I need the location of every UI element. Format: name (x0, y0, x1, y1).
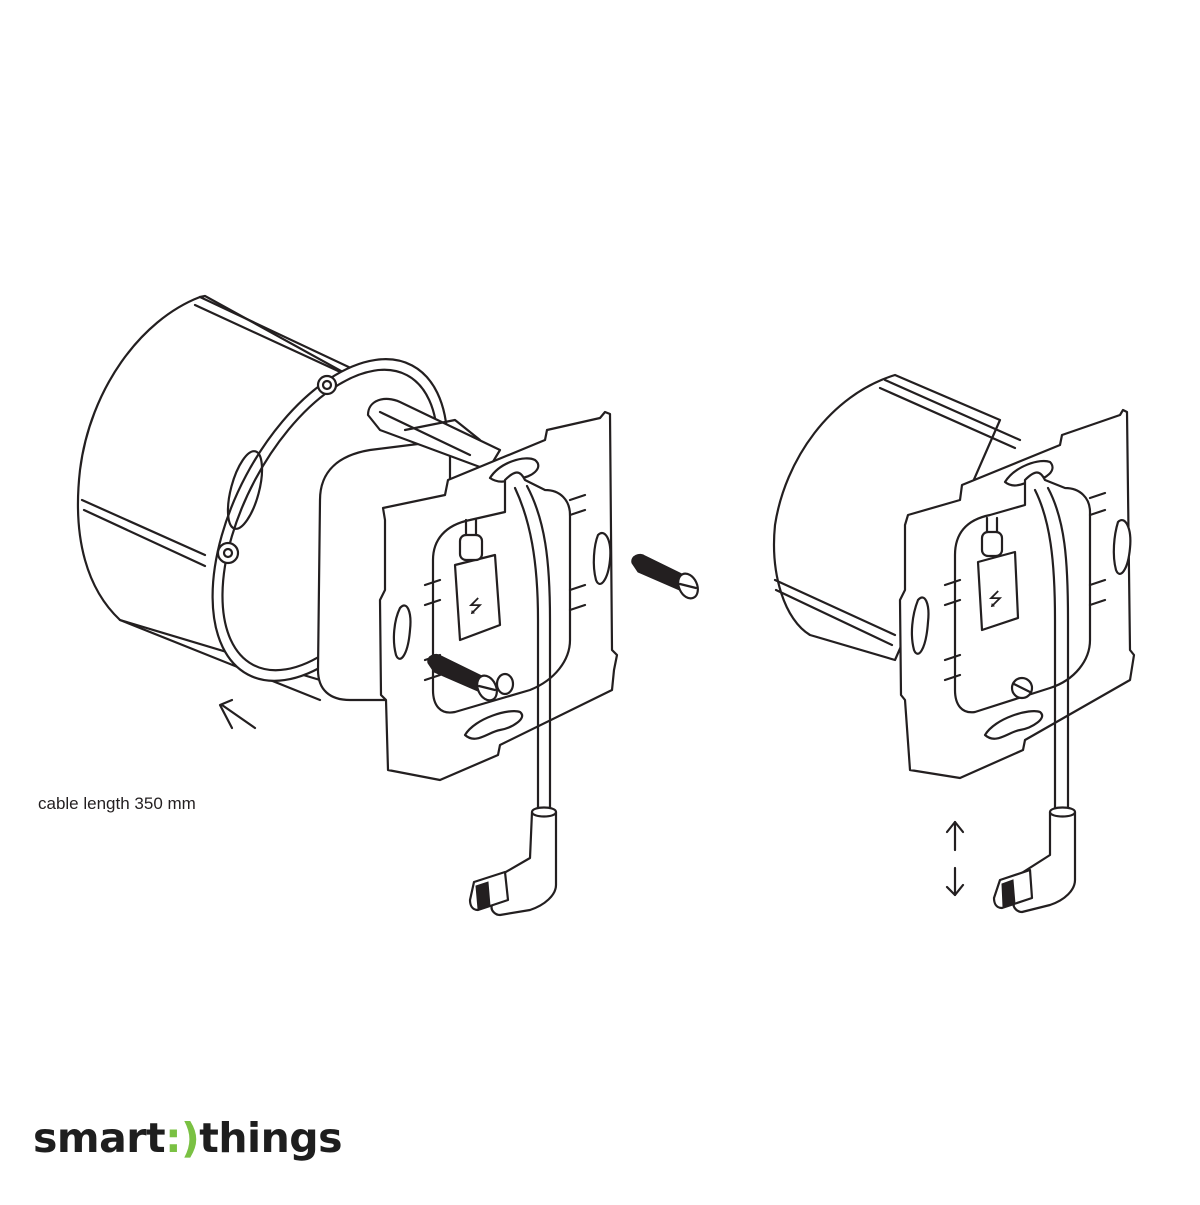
brand-logo-prefix: smart (33, 1114, 166, 1162)
cable-left (468, 484, 558, 917)
brand-logo: smart:)things (33, 1118, 343, 1159)
screw-left-left-assembly (427, 653, 515, 702)
slot-right (592, 532, 612, 586)
brand-logo-suffix: things (199, 1114, 343, 1162)
slot-left (392, 604, 412, 660)
flush-box-right (773, 373, 1022, 662)
slot-right-right (1112, 519, 1132, 575)
left-assembly: ⭍ (76, 294, 699, 917)
usb-module-right: ⭍ (976, 516, 1020, 632)
usb-symbol-icon-right: ⭍ (988, 589, 1003, 610)
slot-bottom (463, 710, 524, 740)
cable-length-caption: cable length 350 mm (38, 794, 196, 813)
brand-logo-smile: :) (165, 1114, 200, 1162)
usb-module-left: ⭍ (453, 518, 502, 642)
slot-top-right (1003, 459, 1054, 487)
up-down-adjust-arrows (945, 820, 965, 897)
right-assembly: ⭍ (773, 373, 1136, 914)
cable-right (992, 486, 1077, 914)
slot-bottom-right (983, 710, 1044, 740)
slot-left-right (910, 596, 930, 655)
screw-right-left-assembly (631, 553, 699, 600)
usb-symbol-icon: ⭍ (468, 596, 483, 617)
insert-direction-arrow (218, 698, 257, 730)
